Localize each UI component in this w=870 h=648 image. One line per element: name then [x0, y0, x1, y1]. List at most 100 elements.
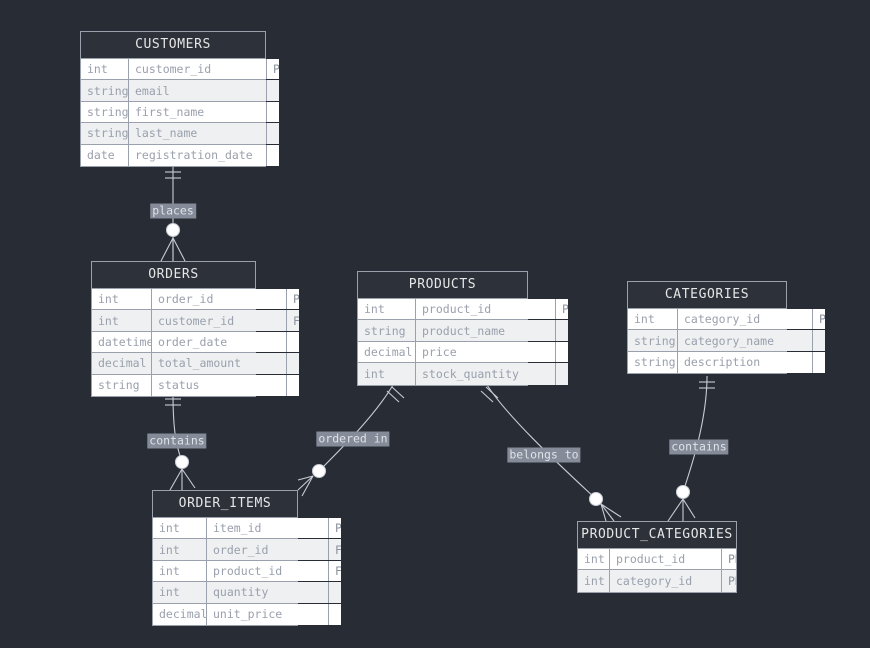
attribute-key: PK,FK	[722, 570, 736, 592]
attribute-key: PK	[329, 518, 341, 539]
attribute-name: item_id	[207, 518, 329, 539]
attribute-key: PK	[556, 299, 568, 320]
attribute-type: int	[578, 549, 610, 570]
attribute-key	[287, 331, 299, 353]
attribute-name: category_id	[678, 309, 813, 330]
attribute-name: product_id	[207, 560, 329, 582]
attribute-key	[329, 603, 341, 625]
entity-products[interactable]: PRODUCTSintproduct_idPKstringproduct_nam…	[357, 271, 568, 386]
attribute-key	[556, 363, 568, 385]
attribute-type: int	[153, 518, 207, 539]
attribute-key	[287, 374, 299, 396]
attribute-key: FK	[329, 539, 341, 560]
entity-order_items[interactable]: ORDER_ITEMSintitem_idPKintorder_idFKintp…	[152, 490, 341, 626]
attribute-name: email	[129, 80, 267, 101]
entity-title-customers: CUSTOMERS	[81, 32, 265, 59]
entity-product_categories[interactable]: PRODUCT_CATEGORIESintproduct_idPK,FKintc…	[577, 521, 737, 593]
attribute-key	[267, 101, 279, 123]
attribute-name: product_id	[416, 299, 556, 320]
attribute-name: order_id	[207, 539, 329, 560]
attribute-type: int	[628, 309, 678, 330]
attribute-type: int	[153, 539, 207, 560]
relationship-label-contains-pc: contains	[669, 439, 729, 455]
attribute-name: product_name	[416, 320, 556, 341]
entity-orders[interactable]: ORDERSintorder_idPKintcustomer_idFKdatet…	[91, 261, 299, 397]
attribute-name: order_id	[152, 289, 287, 310]
attribute-name: customer_id	[152, 310, 287, 331]
attribute-key	[556, 341, 568, 363]
entity-title-products: PRODUCTS	[358, 272, 527, 299]
attribute-type: string	[358, 320, 416, 341]
attribute-type: string	[81, 80, 129, 101]
attribute-key	[267, 144, 279, 166]
entity-title-product_categories: PRODUCT_CATEGORIES	[578, 522, 736, 549]
attribute-type: decimal	[358, 341, 416, 363]
attribute-type: int	[153, 560, 207, 582]
attribute-type: int	[358, 363, 416, 385]
attribute-type: string	[81, 123, 129, 144]
attribute-key: PK	[813, 309, 825, 330]
attribute-name: quantity	[207, 582, 329, 603]
attribute-key: FK	[287, 310, 299, 331]
attribute-name: registration_date	[129, 144, 267, 166]
attribute-type: int	[81, 59, 129, 80]
attribute-name: status	[152, 374, 287, 396]
attribute-type: int	[92, 310, 152, 331]
attribute-key: FK	[329, 560, 341, 582]
entity-title-order_items: ORDER_ITEMS	[153, 491, 297, 518]
attribute-type: date	[81, 144, 129, 166]
attribute-type: string	[92, 374, 152, 396]
attribute-name: unit_price	[207, 603, 329, 625]
relationship-label-contains-oi: contains	[147, 433, 207, 449]
attribute-key	[556, 320, 568, 341]
attribute-type: int	[153, 582, 207, 603]
attribute-type: int	[92, 289, 152, 310]
attribute-key: PK	[267, 59, 279, 80]
attribute-type: int	[358, 299, 416, 320]
attribute-name: stock_quantity	[416, 363, 556, 385]
attribute-key	[813, 330, 825, 351]
attribute-key	[813, 351, 825, 374]
entity-customers[interactable]: CUSTOMERSintcustomer_idPKstringemailstri…	[80, 31, 279, 167]
attribute-name: first_name	[129, 101, 267, 123]
entity-title-orders: ORDERS	[92, 262, 255, 289]
attribute-key: PK,FK	[722, 549, 736, 570]
attribute-name: price	[416, 341, 556, 363]
relationship-label-places: places	[150, 203, 196, 219]
entity-categories[interactable]: CATEGORIESintcategory_idPKstringcategory…	[627, 281, 825, 375]
relationship-label-ordered-in: ordered in	[316, 431, 390, 447]
attribute-name: customer_id	[129, 59, 267, 80]
attribute-type: datetime	[92, 331, 152, 353]
attribute-name: order_date	[152, 331, 287, 353]
attribute-key	[267, 123, 279, 144]
attribute-name: last_name	[129, 123, 267, 144]
attribute-key	[329, 582, 341, 603]
attribute-key	[287, 353, 299, 374]
attribute-type: decimal	[153, 603, 207, 625]
attribute-name: product_id	[610, 549, 722, 570]
attribute-type: string	[81, 101, 129, 123]
attribute-key: PK	[287, 289, 299, 310]
attribute-type: string	[628, 330, 678, 351]
